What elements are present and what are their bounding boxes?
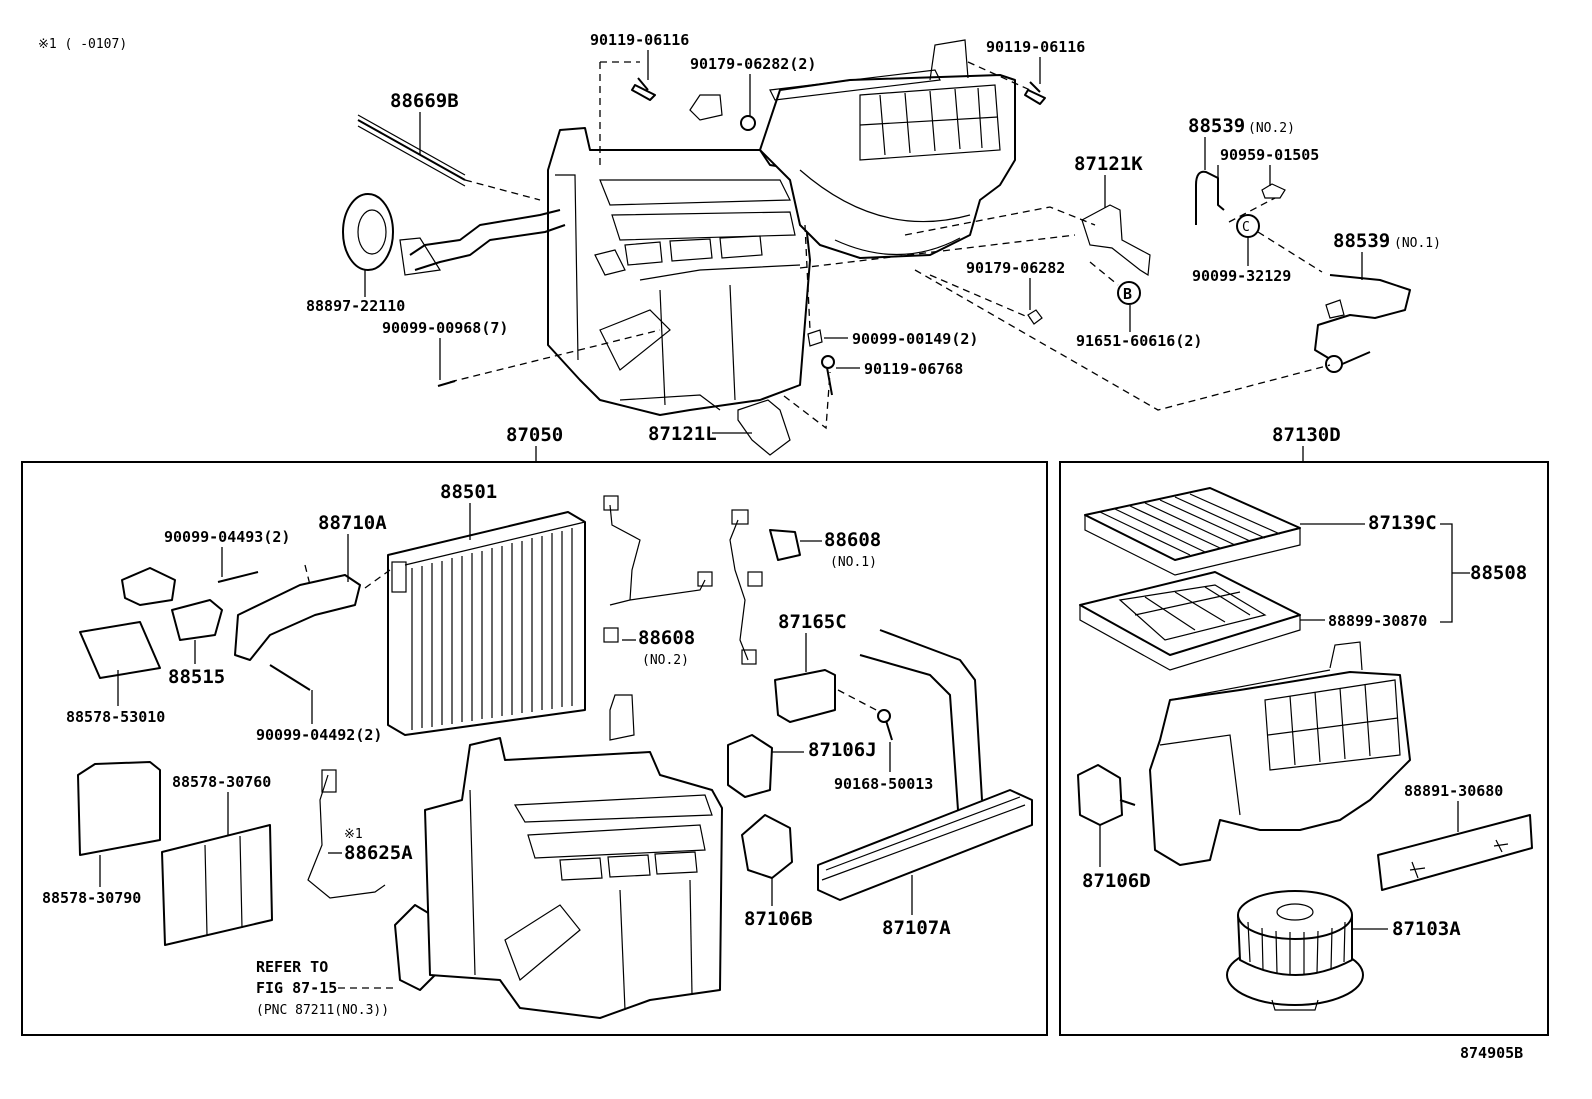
label-88608-no2-suffix: (NO.2) (642, 653, 689, 668)
label-88625a-mark: ※1 (344, 827, 363, 842)
label-88539-no1: 88539 (1333, 230, 1390, 252)
label-87121k: 87121K (1074, 153, 1143, 175)
group-box-87050 (21, 461, 1048, 1036)
label-90099-32129: 90099-32129 (1192, 267, 1291, 285)
label-87106d: 87106D (1082, 870, 1151, 892)
label-88578-30760: 88578-30760 (172, 773, 271, 791)
label-90179-06282: 90179-06282 (966, 259, 1065, 277)
label-88578-53010: 88578-53010 (66, 708, 165, 726)
expansion-pipe-88710a (234, 574, 361, 661)
label-90099-00149-2: 90099-00149(2) (852, 330, 978, 348)
label-88608-no2: 88608 (638, 627, 695, 649)
harness-88608-no2 (609, 504, 706, 606)
filter-87139c (1084, 487, 1301, 576)
label-88897-22110: 88897-22110 (306, 297, 405, 315)
label-88891-30680: 88891-30680 (1404, 782, 1503, 800)
bracket-87121l (737, 399, 791, 456)
label-88578-30790: 88578-30790 (42, 889, 141, 907)
plate-88578-53010 (79, 621, 161, 679)
spring-rod (357, 119, 466, 181)
mark-b: B (1123, 285, 1132, 303)
plate-88891-30680 (1377, 814, 1533, 891)
label-90099-00968-7: 90099-00968(7) (382, 319, 508, 337)
blower-case-right (1149, 641, 1411, 866)
valve-piece (121, 567, 176, 606)
servo-87106j (727, 734, 773, 798)
label-87103a: 87103A (1392, 918, 1461, 940)
label-90168-50013: 90168-50013 (834, 775, 933, 793)
bracket-87121k (1081, 204, 1151, 277)
servo-87106d (1077, 764, 1123, 826)
label-88710a: 88710A (318, 512, 387, 534)
refer-note-line3: (PNC 87211(NO.3)) (256, 1003, 389, 1018)
hose-no1 (1314, 274, 1411, 366)
block-88515 (171, 599, 223, 641)
refer-note-line2: FIG 87-15 (256, 979, 337, 997)
label-88539-no1-suffix: (NO.1) (1394, 236, 1441, 251)
label-91651-60616-2: 91651-60616(2) (1076, 332, 1202, 350)
refer-note-line1: REFER TO (256, 958, 328, 976)
harness-88608-no1 (729, 519, 749, 661)
label-88625a: 88625A (344, 842, 413, 864)
label-88508: 88508 (1470, 562, 1527, 584)
label-87139c: 87139C (1368, 512, 1437, 534)
label-88515: 88515 (168, 666, 225, 688)
label-90119-06768: 90119-06768 (864, 360, 963, 378)
mark-b-circle (1117, 281, 1141, 305)
filter-frame-88899-30870 (1079, 571, 1301, 671)
label-88899-30870: 88899-30870 (1328, 612, 1427, 630)
group-box-87130d (1059, 461, 1549, 1036)
evaporator-88501 (387, 511, 586, 736)
label-88501: 88501 (440, 481, 497, 503)
label-90099-04492-2: 90099-04492(2) (256, 726, 382, 744)
label-87107a: 87107A (882, 917, 951, 939)
label-90959-01505: 90959-01505 (1220, 146, 1319, 164)
servo-87106b (741, 814, 793, 879)
pad-88578-30760 (161, 824, 273, 946)
label-90179-06282-2: 90179-06282(2) (690, 55, 816, 73)
mark-c: C (1242, 220, 1250, 235)
blower-motor-87103a (1226, 890, 1364, 1011)
top-assembly-drawing (399, 39, 1016, 416)
label-87106b: 87106B (744, 908, 813, 930)
top-dashed-lines (449, 61, 1331, 430)
module-87165c (774, 669, 836, 723)
group-label-87130d: 87130D (1272, 424, 1341, 446)
heater-core-87107a (817, 789, 1033, 901)
label-90099-04493-2: 90099-04493(2) (164, 528, 290, 546)
label-88608-no1: 88608 (824, 529, 881, 551)
pad-88578-30790 (77, 761, 161, 856)
label-87165c: 87165C (778, 611, 847, 633)
label-88539-no2-suffix: (NO.2) (1248, 121, 1295, 136)
label-87121l: 87121L (648, 423, 717, 445)
hose-no2 (1195, 170, 1225, 225)
label-90119-06116-a: 90119-06116 (590, 31, 689, 49)
grommet-seal (342, 193, 394, 271)
note-top-left: ※1 ( -0107) (38, 37, 127, 52)
label-88608-no1-suffix: (NO.1) (830, 555, 877, 570)
figure-id: 874905B (1460, 1044, 1523, 1062)
sensor-88625a (307, 774, 386, 899)
group-label-87050: 87050 (506, 424, 563, 446)
label-88669b: 88669B (390, 90, 459, 112)
lower-case-drawing (424, 694, 723, 1019)
label-88539-no2: 88539 (1188, 115, 1245, 137)
label-90119-06116-b: 90119-06116 (986, 38, 1085, 56)
label-87106j: 87106J (808, 739, 877, 761)
